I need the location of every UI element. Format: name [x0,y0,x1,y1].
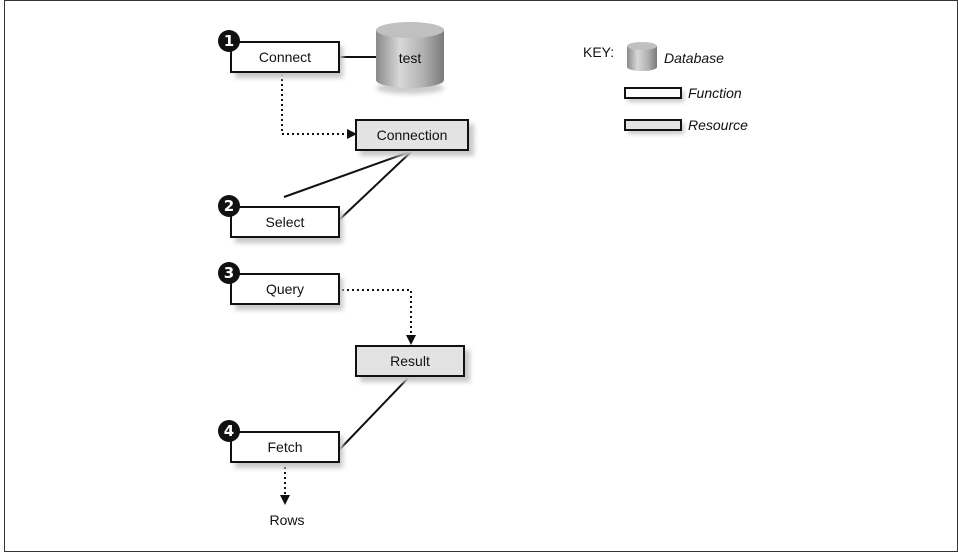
legend-resource-swatch [624,119,684,134]
function-select: Select [230,206,343,243]
step-4-number: 4 [224,422,234,440]
legend-function-label: Function [688,85,742,101]
legend: KEY: Database Function Resource [583,42,748,134]
step-1-badge: 1 [218,30,240,52]
query-to-result-arrow [342,289,416,345]
step-1-number: 1 [224,32,234,50]
step-2-number: 2 [224,197,234,215]
step-4-badge: 4 [218,420,240,442]
select-connection-line-lower [338,150,413,221]
function-select-label: Select [266,214,305,230]
step-3-number: 3 [224,264,234,282]
fetch-result-line [338,376,410,451]
figure-frame [4,0,958,552]
legend-resource-label: Resource [688,117,748,133]
database-label: test [399,50,422,66]
legend-function-swatch [624,87,684,102]
select-connection-line-upper [283,150,413,198]
output-rows-label: Rows [269,512,304,528]
legend-database-icon [627,42,657,71]
step-2-badge: 2 [218,195,240,217]
step-3-badge: 3 [218,262,240,284]
resource-connection-label: Connection [377,127,448,143]
function-connect-label: Connect [259,49,311,65]
resource-connection: Connection [355,119,474,156]
legend-title: KEY: [583,44,614,60]
function-connect: Connect [230,41,343,78]
function-fetch: Fetch [230,431,343,468]
resource-result: Result [355,345,470,382]
resource-result-label: Result [390,353,430,369]
function-fetch-label: Fetch [267,439,302,455]
legend-database-label: Database [664,50,724,66]
connect-to-connection-arrow [281,74,357,139]
function-query: Query [230,273,343,310]
database-test: test [376,22,444,94]
function-query-label: Query [266,281,304,297]
